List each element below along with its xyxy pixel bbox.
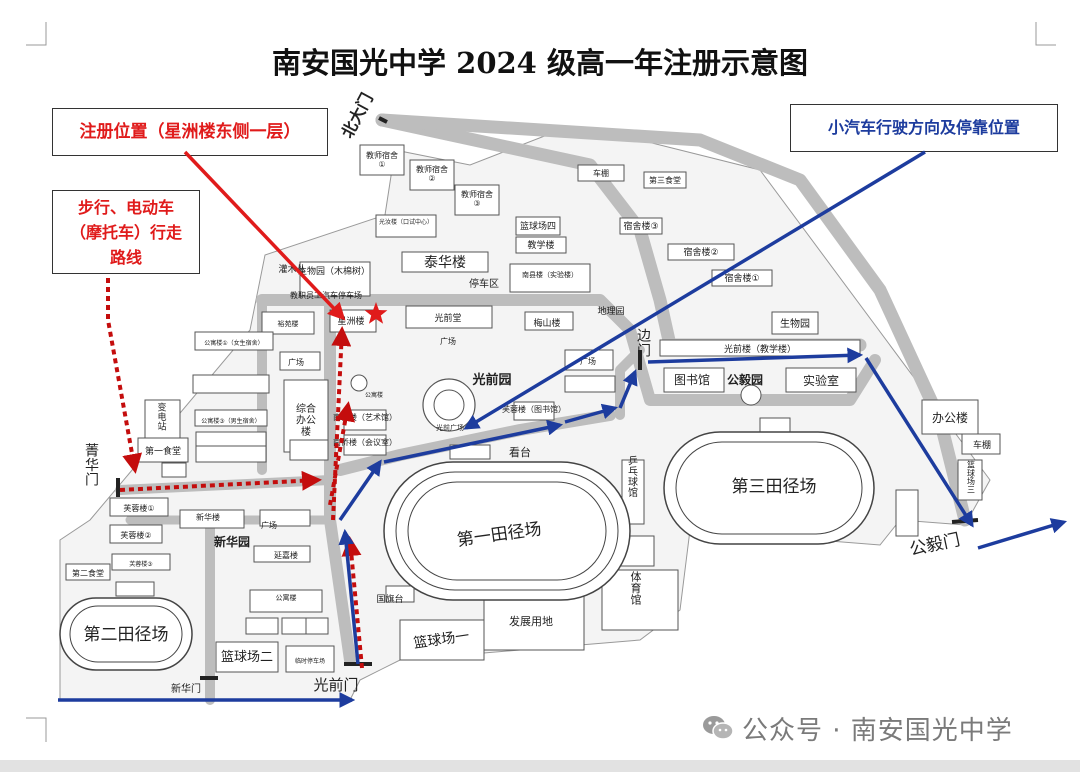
map-label-guangqian-sq: 光前广场 xyxy=(436,423,464,432)
map-label-shed-right: 车棚 xyxy=(973,439,991,451)
map-label-nanqiao2: 南侨楼（会议室） xyxy=(333,437,397,447)
map-label-taihua: 泰华楼 xyxy=(424,255,466,271)
map-label-guangqian: 光前门 xyxy=(313,676,358,694)
map-label-gongyu-girls: 公寓楼①（女生宿舍） xyxy=(204,339,263,347)
map-label-shed-top: 车棚 xyxy=(593,168,609,178)
map-label-biology: 生物园 xyxy=(780,317,810,330)
map-label-furong1: 芙蓉楼① xyxy=(123,503,154,513)
map-label-dorm3: 宿舍楼③ xyxy=(623,220,658,232)
map-label-canteen2: 第二食堂 xyxy=(72,568,104,578)
map-label-lab: 实验室 xyxy=(803,373,839,388)
registration-star-icon xyxy=(364,302,388,324)
page-title: 南安国光中学 2024 级高一年注册示意图 xyxy=(272,46,808,80)
map-label-dorm1: 宿舍楼① xyxy=(724,272,759,284)
bottom-strip xyxy=(0,760,1080,772)
watermark-text: 公众号 · 南安国光中学 xyxy=(742,715,1013,746)
map-label-office: 办公楼 xyxy=(932,410,968,425)
map-label-stand: 看台 xyxy=(509,445,531,459)
map-label-yuyuan: 裕苑楼 xyxy=(278,319,299,328)
map-label-gym: 体育馆 xyxy=(631,569,642,606)
map-label-gongyu-boys: 公寓楼③（男生宿舍） xyxy=(201,417,260,425)
map-label-field2: 第二田径场 xyxy=(84,625,169,645)
map-label-square-main: 广场 xyxy=(440,336,456,346)
walking-route xyxy=(106,278,364,669)
map-label-xinhua-garden: 新华园 xyxy=(214,534,250,549)
map-label-substation: 变电站 xyxy=(157,402,166,433)
map-label-canteen3: 第三食堂 xyxy=(649,175,681,185)
map-label-zonghe: 综合办公楼 xyxy=(296,402,316,438)
map-label-furong3: 芙蓉楼③ xyxy=(129,560,152,568)
map-label-court2: 篮球场二 xyxy=(221,650,273,665)
map-label-xinhua: 新华门 xyxy=(171,682,201,695)
map-label-teaching: 教学楼 xyxy=(527,239,554,251)
map-label-guangqian-teach: 光前楼（教学楼） xyxy=(724,343,796,355)
map-label-guangru: 光汝楼（口试中心） xyxy=(379,218,433,226)
map-label-pingpong: 乒乓球馆 xyxy=(628,454,638,499)
map-label-court4: 篮球场四 xyxy=(520,220,556,232)
map-label-meishan: 梅山楼 xyxy=(533,317,560,329)
map-label-parking: 停车区 xyxy=(469,277,499,290)
page-corner-marks xyxy=(26,22,1056,742)
map-label-temp-parking: 临时停车场 xyxy=(295,657,325,665)
map-label-court3: 篮球场三 xyxy=(967,459,975,494)
map-label-gongyu: 公寓楼 xyxy=(365,391,383,399)
map-label-square-bm: 广场 xyxy=(580,356,596,366)
car-route-callout: 小汽车行驶方向及停靠位置 xyxy=(790,104,1058,152)
buildings xyxy=(65,144,1001,673)
map-label-library: 图书馆 xyxy=(674,372,710,387)
walking-route-line3: 路线 xyxy=(109,248,142,267)
car-route xyxy=(58,150,1068,708)
map-label-square-mid: 广场 xyxy=(261,520,277,530)
map-label-nanxian: 南县楼（实验楼） xyxy=(522,270,578,279)
map-label-gongyu-w: 公寓楼 xyxy=(276,593,297,602)
guangqian-plaza-circle xyxy=(350,374,762,432)
map-label-nanqiao: 南侨楼（艺术馆） xyxy=(333,412,397,422)
registration-callout: 注册位置（星洲楼东侧一层） xyxy=(52,108,328,156)
map-label-court1: 篮球场一 xyxy=(413,628,471,652)
walking-route-line1: 步行、电动车 xyxy=(77,198,174,217)
map-label-dorm2: 宿舍楼② xyxy=(683,246,718,258)
tracks xyxy=(59,431,875,671)
walking-route-callout: 步行、电动车 （摩托车）行走 路线 xyxy=(52,190,200,274)
map-label-dili: 地理园 xyxy=(597,305,624,317)
wechat-icon xyxy=(703,716,734,740)
map-label-xinhua-bldg: 新华楼 xyxy=(196,512,220,522)
map-label-guangqian-garden: 光前园 xyxy=(471,372,511,388)
map-label-yanjia: 延嘉楼 xyxy=(274,550,298,560)
map-label-develop: 发展用地 xyxy=(509,614,553,628)
walking-route-line2: （摩托车）行走 xyxy=(69,223,182,242)
watermark: 公众号 · 南安国光中学 xyxy=(702,708,1013,748)
map-label-guangqiantang: 光前堂 xyxy=(434,312,461,324)
registration-pointer-arrow xyxy=(183,150,346,321)
map-label-flag: 国旗台 xyxy=(376,593,403,605)
map-label-north: 北大门 xyxy=(337,90,376,141)
map-label-field3: 第三田径场 xyxy=(732,477,817,497)
map-label-furong: 芙蓉楼（图书馆） xyxy=(502,404,566,414)
map-label-square-w: 广场 xyxy=(288,357,304,367)
map-label-jinghua: 菁华门 xyxy=(85,443,99,488)
map-label-biogarden: 生物园（木棉树） xyxy=(298,265,370,277)
map-label-canteen1: 第一食堂 xyxy=(145,445,181,457)
map-label-bian: 边门 xyxy=(637,329,651,360)
map-label-gongyi-garden: 公毅园 xyxy=(727,372,763,387)
map-label-furong2: 芙蓉楼② xyxy=(120,530,151,540)
map-label-staff-parking: 教职员工汽车停车场 xyxy=(290,290,362,300)
